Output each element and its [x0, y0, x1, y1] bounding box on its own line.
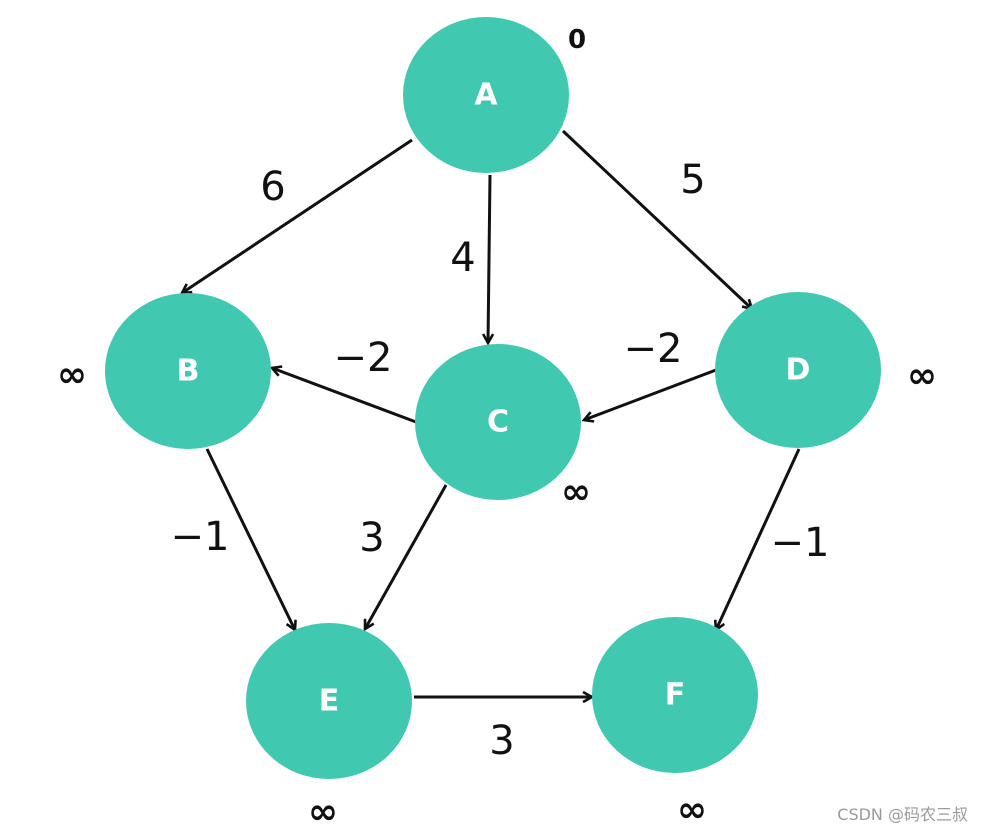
edge-weight-label: 6	[260, 164, 285, 210]
edge-weight-label: −2	[624, 326, 683, 372]
distance-label: ∞	[677, 790, 707, 831]
distance-label: ∞	[308, 792, 338, 833]
edge-c-e: 3	[359, 484, 448, 629]
edge-arrow	[716, 448, 801, 630]
edge-weight-label: −2	[334, 335, 393, 381]
edge-arrow	[561, 129, 752, 309]
node-circle	[715, 292, 881, 448]
node-circle	[415, 344, 581, 500]
node-label: D	[786, 353, 811, 388]
edge-weight-label: 4	[450, 235, 475, 281]
watermark-text: CSDN @码农三叔	[837, 805, 968, 824]
edge-a-d: 5	[561, 129, 752, 309]
edge-arrow	[584, 368, 717, 420]
edge-arrow	[272, 368, 417, 424]
node-b: B∞	[57, 293, 271, 449]
edge-weight-label: −1	[171, 514, 230, 560]
edge-arrow	[365, 484, 448, 629]
edge-b-e: −1	[171, 448, 295, 630]
edge-weight-label: 3	[359, 515, 384, 561]
node-f: F∞	[592, 617, 758, 831]
edge-arrow	[488, 174, 490, 343]
edge-d-c: −2	[584, 326, 717, 420]
distance-label: ∞	[57, 355, 87, 396]
edge-arrow	[182, 138, 413, 293]
node-circle	[592, 617, 758, 773]
edge-d-f: −1	[716, 448, 830, 630]
distance-label: ∞	[561, 472, 591, 513]
node-circle	[246, 623, 412, 779]
node-circle	[105, 293, 271, 449]
edge-weight-label: −1	[771, 520, 830, 566]
edge-c-b: −2	[272, 335, 417, 424]
node-c: C∞	[415, 344, 591, 513]
node-e: E∞	[246, 623, 412, 833]
distance-label: 0	[568, 25, 586, 55]
edge-arrow	[205, 448, 295, 630]
node-label: B	[177, 354, 200, 389]
node-d: D∞	[715, 292, 937, 448]
edge-weight-label: 5	[680, 157, 705, 203]
node-label: C	[487, 405, 509, 440]
distance-label: ∞	[907, 356, 937, 397]
edge-weight-label: 3	[489, 718, 514, 764]
node-a: A0	[403, 17, 586, 173]
edge-a-c: 4	[450, 174, 490, 343]
node-label: E	[319, 684, 340, 719]
node-label: A	[474, 78, 498, 113]
node-circle	[403, 17, 569, 173]
edge-e-f: 3	[414, 697, 592, 764]
node-label: F	[665, 678, 686, 713]
edge-a-b: 6	[182, 138, 413, 293]
